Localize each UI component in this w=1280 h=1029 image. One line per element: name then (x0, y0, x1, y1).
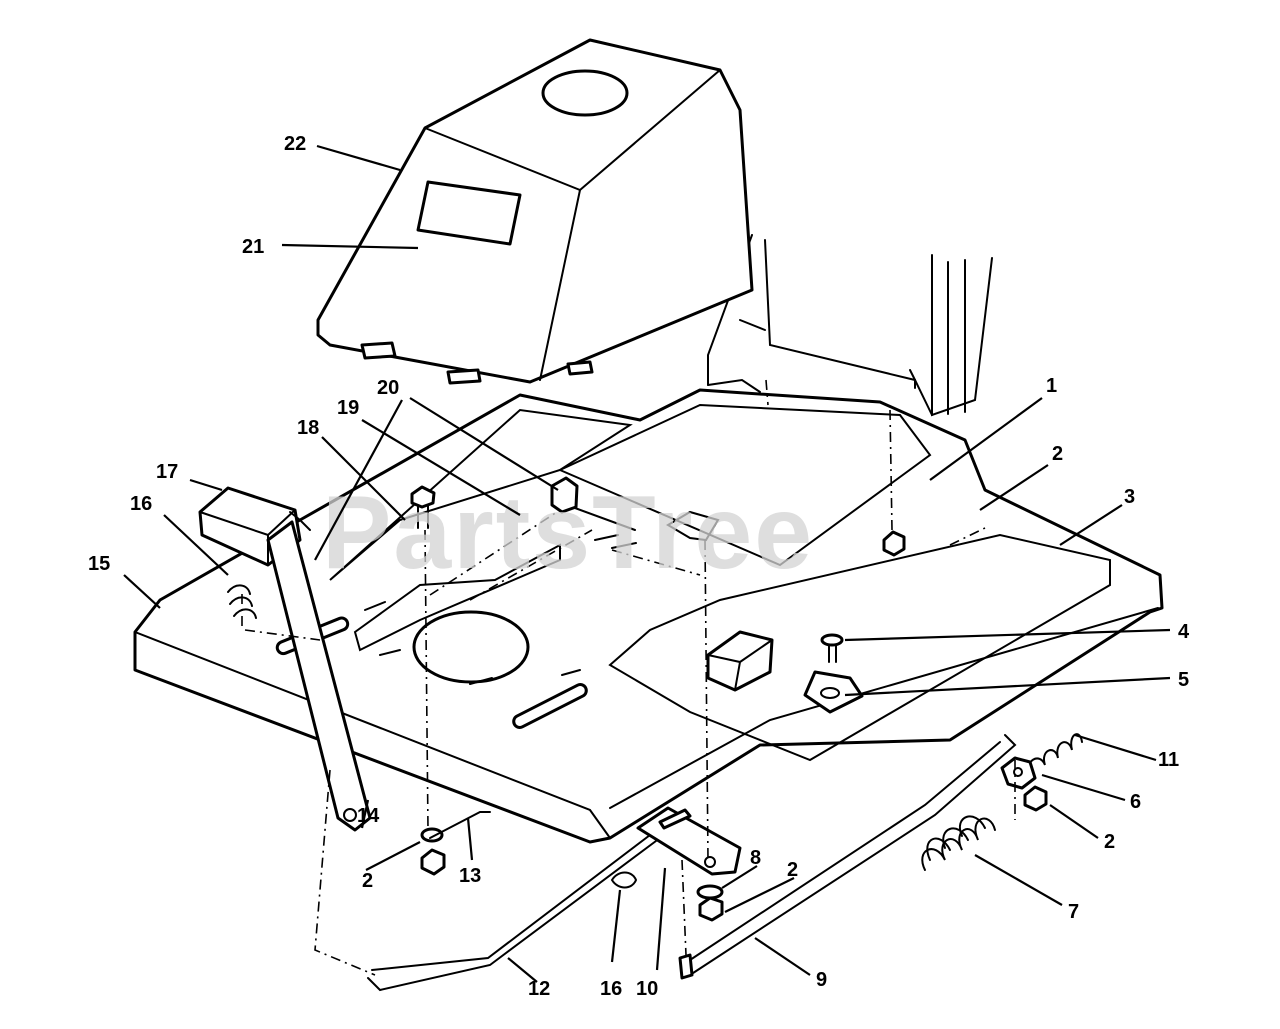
callout-20: 20 (377, 377, 399, 399)
leader-lines (123, 144, 1171, 983)
callout-22: 22 (284, 133, 306, 155)
callout-6: 6 (1130, 791, 1141, 813)
callout-14: 14 (357, 805, 380, 827)
callout-8: 8 (750, 847, 761, 869)
spring-7 (921, 815, 996, 871)
callout-21: 21 (242, 236, 264, 258)
callout-12: 12 (528, 978, 550, 1000)
callout-10: 10 (636, 978, 658, 1000)
spring-11 (1027, 733, 1083, 776)
callout-17: 17 (156, 461, 178, 483)
callout-2-left: 2 (362, 870, 373, 892)
callout-4: 4 (1178, 621, 1190, 643)
rods (367, 734, 1017, 992)
watermark: PartsTree (322, 475, 814, 591)
callout-16-lower: 16 (600, 978, 622, 1000)
callout-1: 1 (1046, 375, 1057, 397)
callout-9: 9 (816, 969, 827, 991)
lower-plate (636, 806, 742, 876)
callout-2-bottom: 2 (787, 859, 798, 881)
callout-13: 13 (459, 865, 481, 887)
assembly-lines (241, 379, 1016, 956)
callouts: 1 2 2 2 2 3 4 5 6 7 8 9 10 11 12 13 14 1… (88, 133, 1190, 1000)
callout-2-right: 2 (1104, 831, 1115, 853)
callout-2-top: 2 (1052, 443, 1063, 465)
callout-19: 19 (337, 397, 359, 419)
link-plate (1000, 756, 1037, 790)
callout-16-upper: 16 (130, 493, 152, 515)
callout-7: 7 (1068, 901, 1079, 923)
callout-18: 18 (297, 417, 319, 439)
callout-5: 5 (1178, 669, 1189, 691)
seat-cover (316, 38, 754, 385)
hardware (227, 584, 1048, 922)
pedal-assembly (198, 486, 376, 976)
callout-15: 15 (88, 553, 110, 575)
callout-3: 3 (1124, 486, 1135, 508)
callout-11: 11 (1158, 749, 1179, 771)
